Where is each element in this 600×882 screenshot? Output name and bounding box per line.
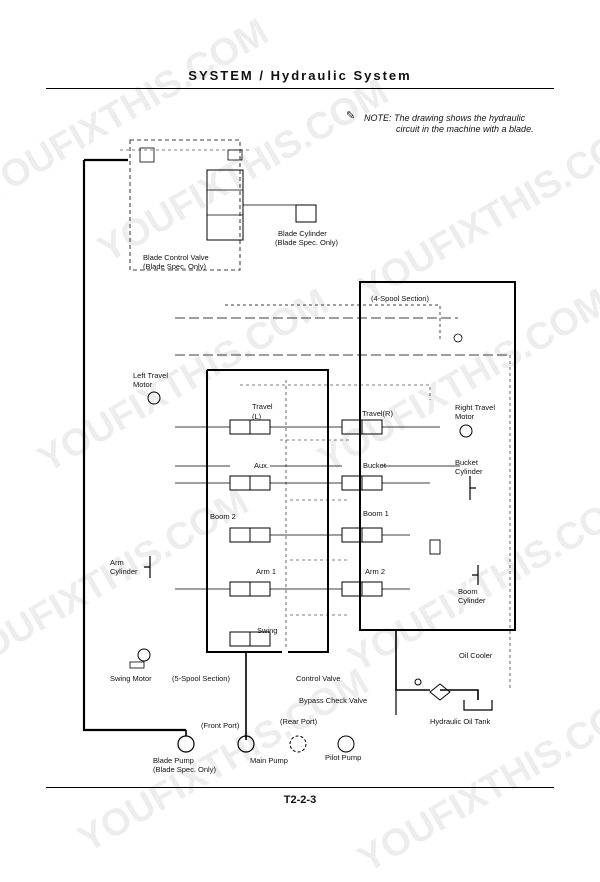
arm-cylinder-label: Arm	[110, 558, 124, 567]
page-number: T2-2-3	[283, 794, 317, 806]
bucket-label: Bucket	[363, 461, 386, 470]
note-line1: NOTE: The drawing shows the hydraulic	[364, 113, 526, 123]
front-port-label: (Front Port)	[201, 721, 240, 730]
boom-cylinder-label: Boom	[458, 587, 478, 596]
swing-motor-label: Swing Motor	[110, 674, 152, 683]
footer-rule	[46, 787, 554, 788]
travel-l-label-sub: (L)	[252, 412, 262, 421]
hydraulic-circuit-diagram	[82, 139, 516, 753]
boom-cylinder-label-sub: Cylinder	[458, 596, 486, 605]
five-spool-label: (5-Spool Section)	[172, 674, 230, 683]
bypass-check-valve-label: Bypass Check Valve	[299, 696, 368, 705]
blade-pump-label: Blade Pump	[153, 756, 194, 765]
hydraulic-oil-tank-label: Hydraulic Oil Tank	[430, 717, 491, 726]
right-travel-motor-label: Right Travel	[455, 403, 496, 412]
bucket-cylinder-label-sub: Cylinder	[455, 467, 483, 476]
oil-cooler-label: Oil Cooler	[459, 651, 493, 660]
blade-cylinder-label: Blade Cylinder	[278, 229, 327, 238]
blade-cylinder-label-sub: (Blade Spec. Only)	[275, 238, 338, 247]
swing-label: Swing	[257, 626, 278, 635]
main-pump-label: Main Pump	[250, 756, 288, 765]
blade-control-valve-label-sub: (Blade Spec. Only)	[143, 262, 206, 271]
bucket-cylinder-label: Bucket	[455, 458, 478, 467]
four-spool-label: (4-Spool Section)	[371, 294, 429, 303]
left-travel-motor-label: Left Travel	[133, 371, 169, 380]
aux-label: Aux.	[254, 461, 270, 470]
boom1-label: Boom 1	[363, 509, 389, 518]
blade-pump-label-sub: (Blade Spec. Only)	[153, 765, 216, 774]
arm-cylinder-label-sub: Cylinder	[110, 567, 138, 576]
note-line2: circuit in the machine with a blade.	[396, 124, 534, 134]
arm2-label: Arm 2	[365, 567, 386, 576]
pilot-pump-label: Pilot Pump	[325, 753, 362, 762]
left-travel-motor-label-sub: Motor	[133, 380, 153, 389]
travel-r-label: Travel(R)	[362, 409, 393, 418]
note-icon: ✎	[346, 110, 356, 122]
travel-l-label: Travel	[252, 402, 273, 411]
title-rule	[46, 88, 554, 89]
blade-control-valve-label: Blade Control Valve	[143, 253, 209, 262]
rear-port-label: (Rear Port)	[280, 717, 318, 726]
page-title: SYSTEM / Hydraulic System	[188, 68, 412, 83]
right-travel-motor-label-sub: Motor	[455, 412, 475, 421]
control-valve-label: Control Valve	[296, 674, 341, 683]
arm1-label: Arm 1	[256, 567, 277, 576]
boom2-label: Boom 2	[210, 512, 236, 521]
